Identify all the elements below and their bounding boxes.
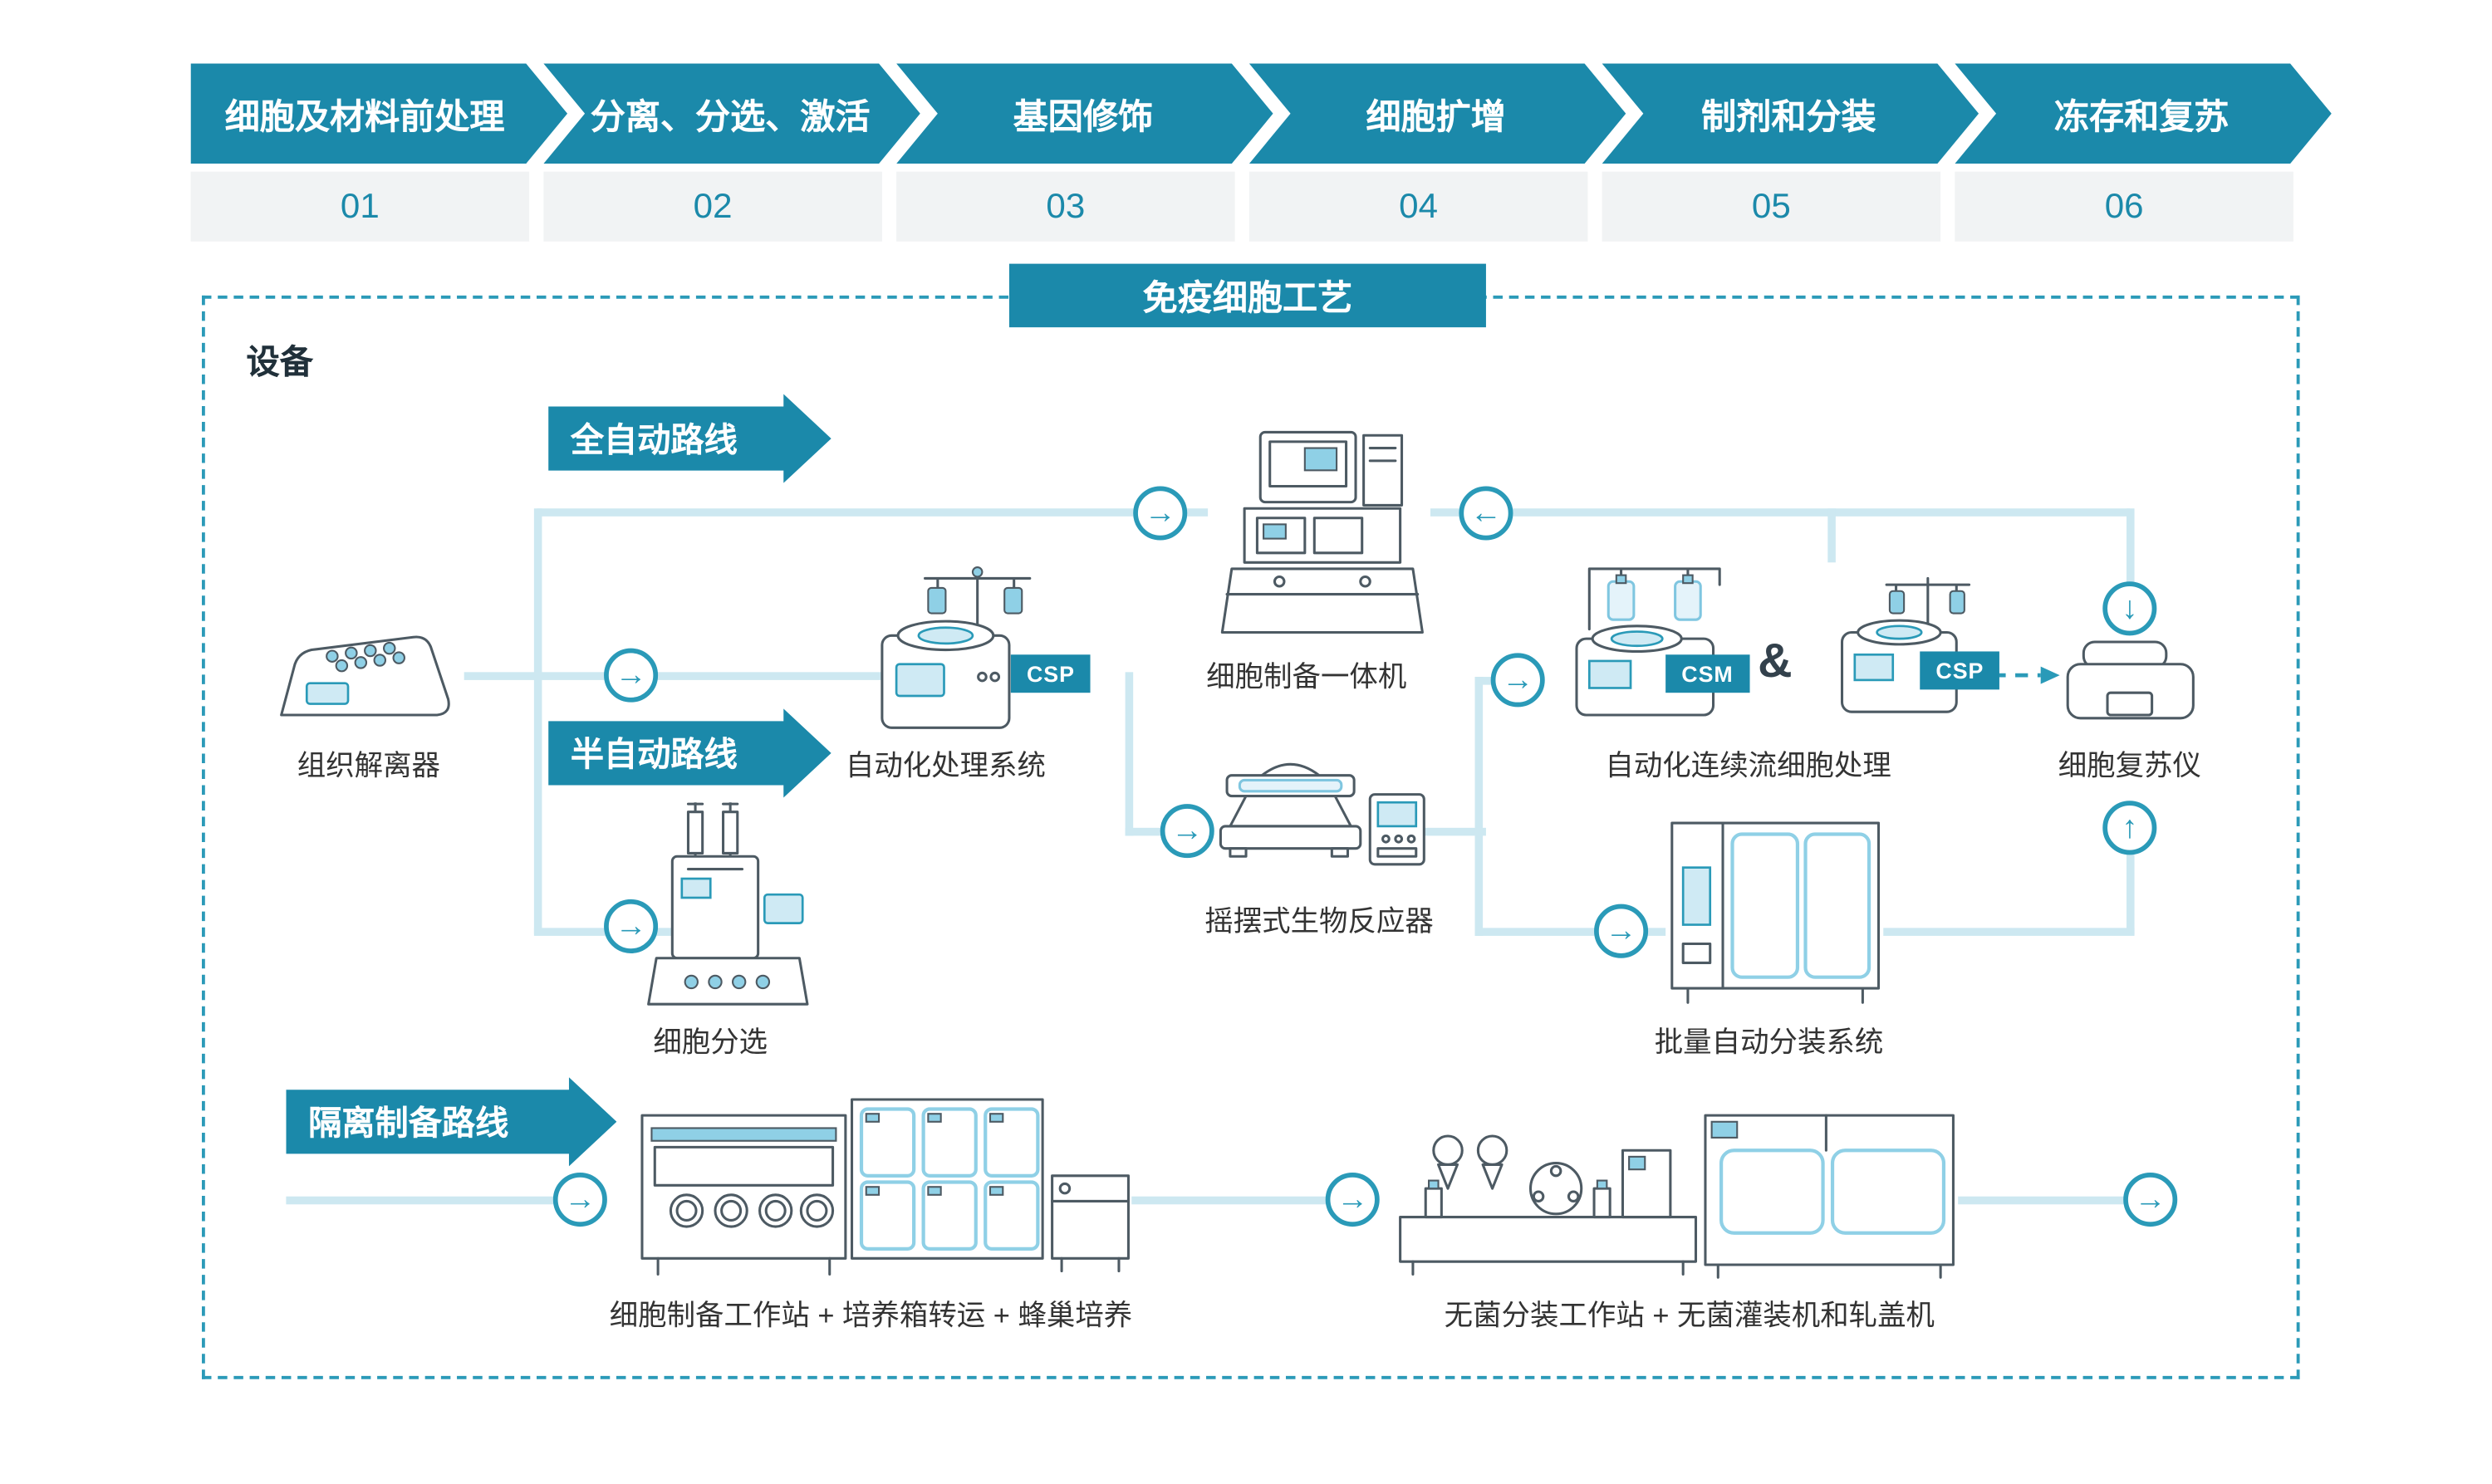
process-step-column: 基因修饰 03 [896, 64, 1235, 242]
cell-sorting-label: 细胞分选 [653, 1026, 768, 1059]
ampersand-text: & [1758, 635, 1793, 688]
process-step-column: 细胞及材料前处理 01 [190, 64, 530, 242]
flow-arrow-up-icon: ↑ [2102, 801, 2157, 855]
automated-processing-system-label: 自动化处理系统 [845, 750, 1046, 782]
connector-line [2126, 851, 2135, 935]
connector-line [1430, 508, 2130, 517]
continuous-flow-processing-label: 自动化连续流细胞处理 [1605, 750, 1891, 782]
connector-line [1131, 1196, 1331, 1205]
connector-line [1883, 928, 2135, 936]
flow-arrow-right-icon: → [604, 648, 659, 703]
process-step-column: 制剂和分装 05 [1602, 64, 1941, 242]
tissue-dissociator-illustration [280, 635, 450, 717]
cell-thawing-device-label: 细胞复苏仪 [2058, 750, 2201, 782]
step-number-band: 04 [1248, 171, 1588, 242]
csp-badge-2: CSP [1920, 651, 2000, 690]
process-step-chevron: 细胞扩增 [1249, 64, 1626, 164]
process-step-chevron: 制剂和分装 [1602, 64, 1979, 164]
csm-badge: CSM [1665, 654, 1749, 693]
step-label: 冻存和复苏 [2053, 96, 2230, 136]
section-label: 设备 [246, 345, 313, 382]
flow-arrow-right-icon: → [2123, 1173, 2178, 1227]
step-number-band: 05 [1602, 171, 1941, 242]
connector-line [1414, 827, 1486, 836]
step-label: 细胞及材料前处理 [224, 96, 505, 136]
dashed-arrow-icon [1993, 666, 2060, 684]
flow-arrow-left-icon: ← [1459, 486, 1513, 541]
rocking-bioreactor-illustration [1219, 762, 1425, 866]
route-isolated-prep: 隔离制备路线 [286, 1077, 616, 1166]
cell-preparation-machine-label: 细胞制备一体机 [1206, 660, 1407, 693]
connector-line [1827, 508, 1836, 563]
flow-arrow-down-icon: ↓ [2102, 581, 2157, 636]
flow-arrow-right-icon: → [604, 899, 659, 953]
connector-line [533, 508, 542, 935]
process-step-chevron: 分离、分选、激活 [543, 64, 920, 164]
sterile-filling-workstation-label: 无菌分装工作站 + 无菌灌装机和轧盖机 [1444, 1300, 1935, 1332]
process-step-column: 冻存和复苏 06 [1955, 64, 2293, 242]
csp-badge: CSP [1010, 654, 1091, 693]
cell-preparation-machine-illustration [1220, 430, 1424, 634]
step-number: 02 [693, 185, 733, 226]
step-number-band: 06 [1955, 171, 2293, 242]
flow-arrow-right-icon: → [1594, 904, 1649, 958]
process-step-column: 分离、分选、激活 02 [543, 64, 882, 242]
cell-prep-workstation-label: 细胞制备工作站 + 培养箱转运 + 蜂巢培养 [609, 1300, 1133, 1332]
process-step-chevron: 冻存和复苏 [1955, 64, 2331, 164]
route-semi-auto: 半自动路线 [548, 708, 831, 797]
step-label: 细胞扩增 [1366, 96, 1506, 136]
connector-line [2126, 508, 2135, 609]
connector-line [1474, 677, 1484, 936]
step-label: 基因修饰 [1013, 96, 1154, 136]
cell-sorting-illustration [647, 802, 809, 1006]
flow-arrow-right-icon: → [1490, 653, 1545, 708]
connector-line [286, 1196, 560, 1205]
step-number: 01 [340, 185, 380, 226]
step-label: 分离、分选、激活 [590, 96, 871, 136]
batch-filling-system-label: 批量自动分装系统 [1654, 1026, 1884, 1059]
step-number-band: 03 [896, 171, 1235, 242]
rocking-bioreactor-label: 摇摆式生物反应器 [1204, 905, 1434, 938]
flow-arrow-right-icon: → [1325, 1173, 1380, 1227]
step-number: 05 [1751, 185, 1791, 226]
flow-arrow-right-icon: → [552, 1173, 607, 1227]
continuous-flow-machine-a-illustration [1575, 567, 1721, 717]
automated-processing-system-illustration [881, 566, 1032, 729]
batch-filling-system-illustration [1670, 821, 1881, 1004]
route-full-auto: 全自动路线 [548, 394, 831, 482]
step-number-band: 02 [543, 171, 882, 242]
process-step-column: 细胞扩增 04 [1248, 64, 1588, 242]
flow-arrow-right-icon: → [1133, 486, 1188, 541]
connector-line [1125, 672, 1134, 836]
step-number: 04 [1399, 185, 1439, 226]
cell-thawing-device-illustration [2066, 640, 2195, 720]
sterile-filling-workstation-illustration [1399, 1114, 1955, 1279]
panel-title: 免疫细胞工艺 [1008, 263, 1486, 328]
flow-arrow-right-icon: → [1160, 804, 1214, 859]
step-number: 03 [1046, 185, 1086, 226]
connector-line [537, 508, 1209, 517]
tissue-dissociator-label: 组织解离器 [297, 750, 440, 782]
connector-line [464, 672, 884, 680]
connector-line [1474, 928, 1666, 936]
step-label: 制剂和分装 [1701, 96, 1876, 136]
step-number: 06 [2104, 185, 2144, 226]
process-step-chevron: 基因修饰 [896, 64, 1273, 164]
step-number-band: 01 [190, 171, 530, 242]
cell-prep-workstation-illustration [640, 1098, 1130, 1276]
process-step-chevron: 细胞及材料前处理 [191, 64, 567, 164]
connector-line [1958, 1196, 2130, 1205]
